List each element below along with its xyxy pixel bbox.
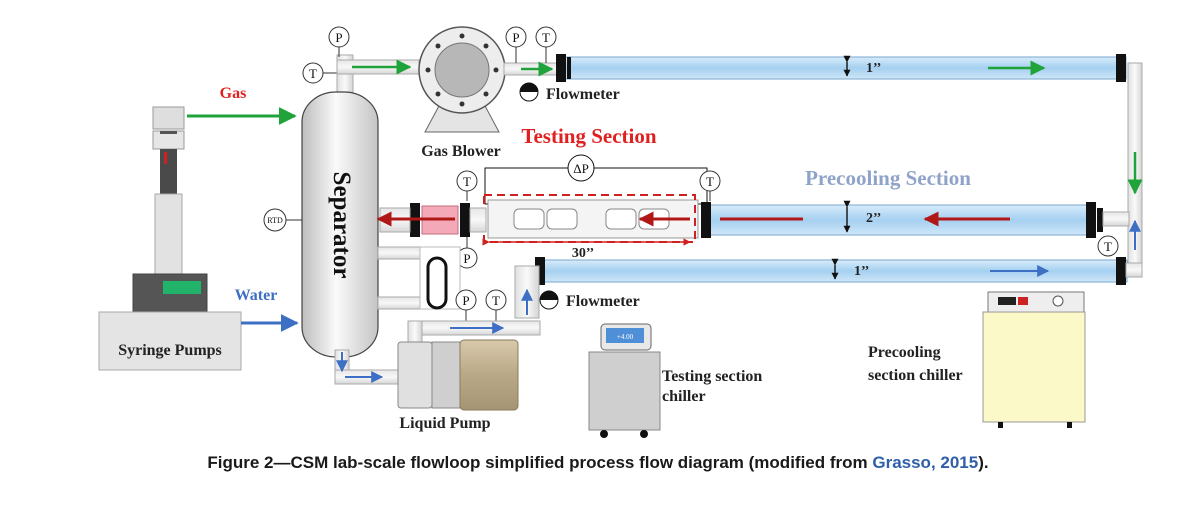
- caption-prefix: Figure 2—CSM lab-scale flowloop simplifi…: [207, 453, 873, 472]
- testing-section-title: Testing Section: [521, 124, 656, 148]
- figure-caption: Figure 2—CSM lab-scale flowloop simplifi…: [0, 453, 1196, 473]
- separator-vessel: Separator: [301, 54, 379, 377]
- gas-blower: Gas Blower: [418, 26, 559, 160]
- pressure-gauge-label: P: [463, 251, 470, 266]
- temperature-gauge-label: T: [492, 293, 500, 308]
- temperature-gauge-label: T: [463, 174, 471, 189]
- top-pipe: 1’’: [556, 54, 1127, 82]
- temperature-gauge-label: T: [706, 174, 714, 189]
- testing-chiller-display: +4.00: [617, 333, 634, 341]
- testing-length: 30’’: [572, 246, 594, 261]
- temperature-gauge-label: T: [1104, 239, 1112, 254]
- gas-blower-label: Gas Blower: [421, 143, 501, 160]
- rtd-label: RTD: [267, 216, 283, 225]
- temperature-gauge-label: T: [542, 30, 550, 45]
- separator-label: Separator: [328, 172, 355, 279]
- precooling-section-title: Precooling Section: [805, 166, 971, 190]
- water-label: Water: [235, 287, 278, 304]
- precooling-chiller-label-2: section chiller: [868, 367, 963, 384]
- top-pipe-diameter: 1’’: [866, 61, 881, 76]
- bottom-pipe: 1’’: [535, 257, 1143, 285]
- flowmeter-top-label: Flowmeter: [546, 86, 620, 103]
- pressure-gauge-label: P: [335, 30, 342, 45]
- testing-section: 30’’: [482, 194, 699, 261]
- pressure-gauge-label: P: [512, 30, 519, 45]
- syringe-pumps-label: Syringe Pumps: [118, 342, 222, 359]
- syringe-pumps: Syringe Pumps: [98, 106, 242, 371]
- testing-section-chiller: +4.00 Testing section chiller: [588, 323, 762, 438]
- liquid-pump-label: Liquid Pump: [399, 415, 490, 432]
- precooling-section-chiller: Precooling section chiller: [868, 291, 1086, 428]
- precooling-chiller-label-1: Precooling: [868, 344, 941, 361]
- liquid-pump: Liquid Pump: [397, 339, 519, 432]
- caption-suffix: ).: [978, 453, 989, 472]
- precooling-pipe-diameter: 2’’: [866, 211, 881, 226]
- pressure-gauge-label: P: [462, 293, 469, 308]
- testing-chiller-label-2: chiller: [662, 388, 706, 405]
- gas-label: Gas: [220, 85, 247, 102]
- citation-link[interactable]: Grasso, 2015: [872, 453, 979, 472]
- delta-p-label: ΔP: [573, 161, 589, 176]
- temperature-gauge-label: T: [309, 66, 317, 81]
- testing-chiller-label-1: Testing section: [662, 368, 762, 385]
- bottom-pipe-diameter: 1’’: [854, 264, 869, 279]
- flowmeter-bottom-label: Flowmeter: [566, 293, 640, 310]
- precooling-pipe: 2’’: [701, 200, 1130, 238]
